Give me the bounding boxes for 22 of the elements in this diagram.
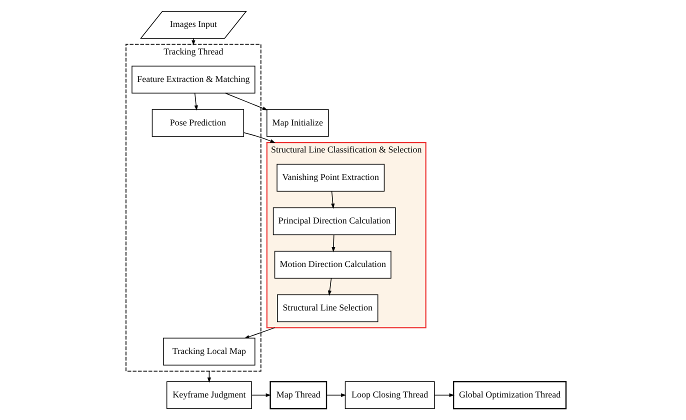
node-box: Principal Direction Calculation xyxy=(272,207,396,236)
node-box: Keyframe Judgment xyxy=(166,381,252,410)
arrow xyxy=(192,38,196,46)
node-box: Vanishing Point Extraction xyxy=(276,164,385,192)
arrow xyxy=(326,393,346,397)
arrow xyxy=(194,92,198,111)
arrow xyxy=(243,132,276,143)
arrow xyxy=(332,234,336,252)
node-box: Map Initialize xyxy=(266,109,329,137)
node-box: Global Optimization Thread xyxy=(452,381,567,410)
arrow xyxy=(434,393,455,397)
node-box: Tracking Local Map xyxy=(163,338,256,366)
arrow xyxy=(328,278,332,296)
arrow xyxy=(331,190,335,209)
node-box: Feature Extraction & Matching xyxy=(132,66,256,94)
node-box: Map Thread xyxy=(270,381,328,410)
node-box: Structural Line Selection xyxy=(277,294,378,322)
arrow xyxy=(251,393,272,397)
node-box: Motion Direction Calculation xyxy=(274,250,392,279)
arrow xyxy=(244,327,276,339)
node-box: Pose Prediction xyxy=(152,109,244,137)
node-box: Loop Closing Thread xyxy=(344,381,435,410)
